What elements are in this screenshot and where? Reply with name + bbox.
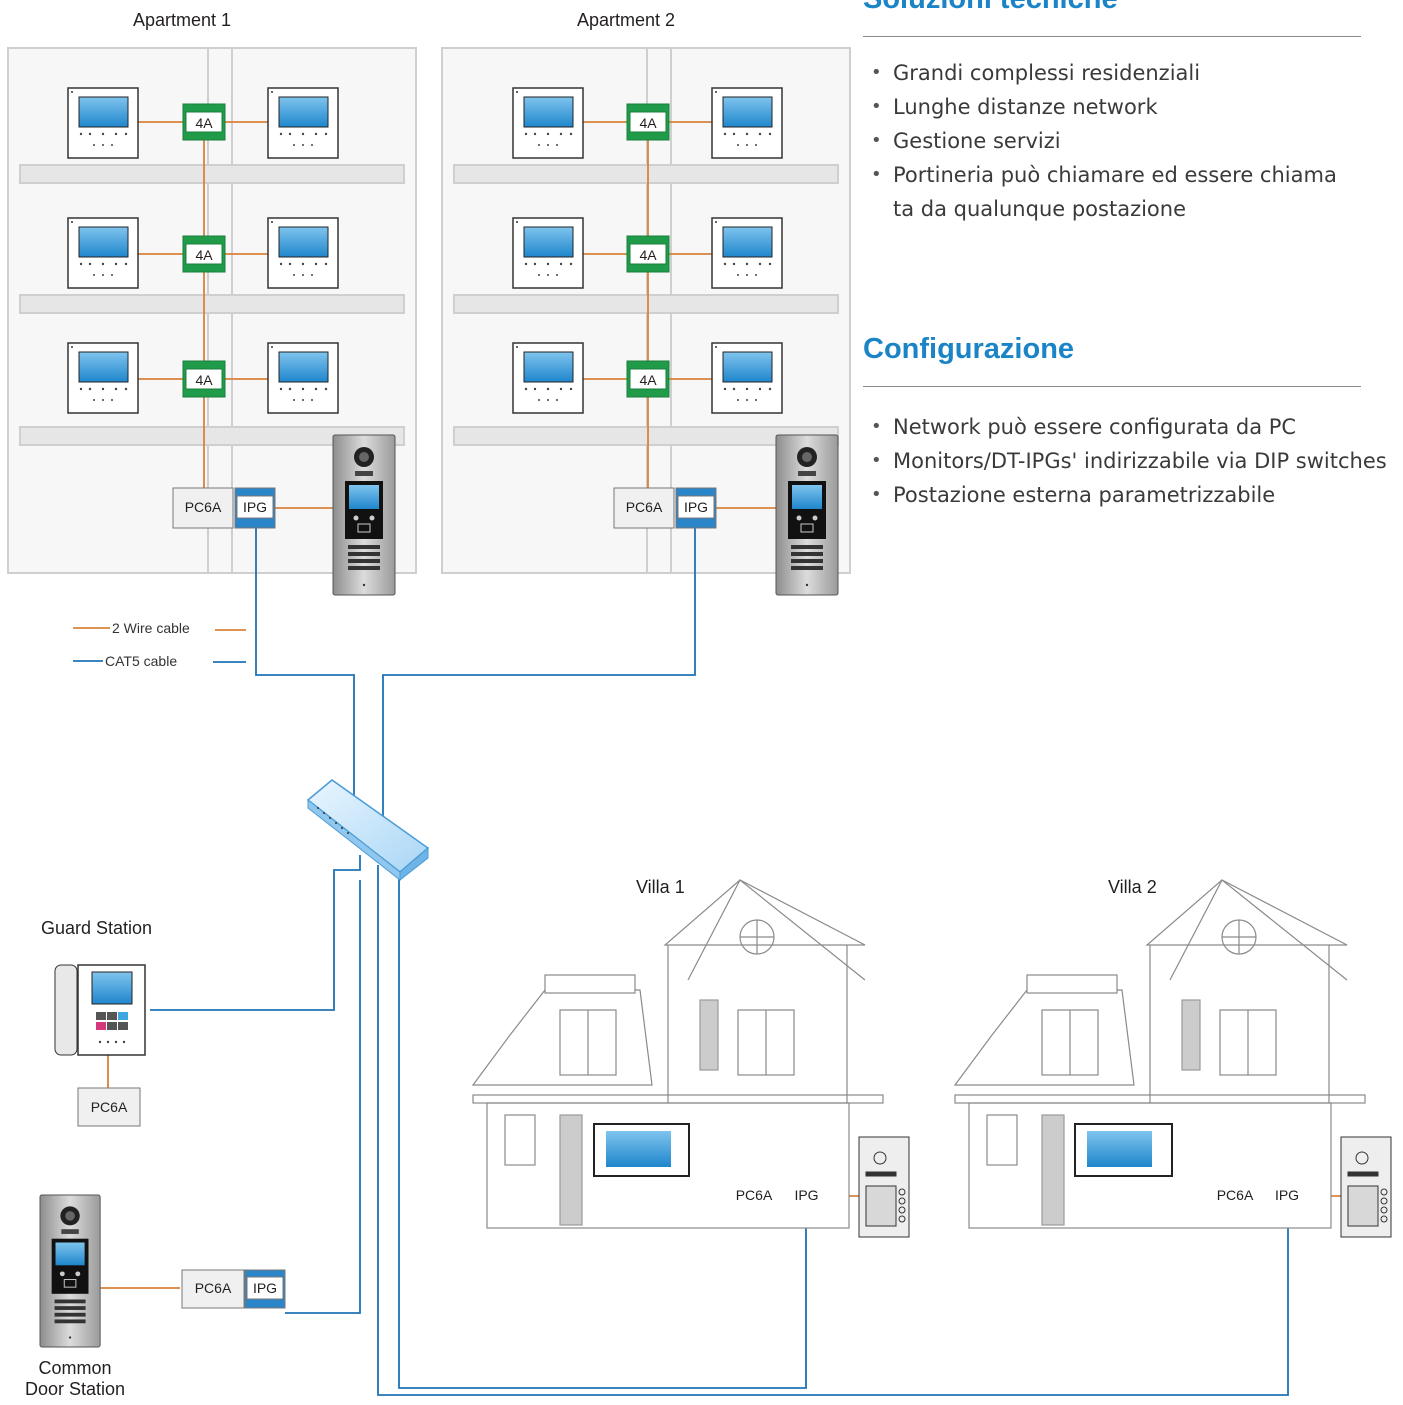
guard-station xyxy=(54,964,146,1056)
distributor-label: 4A xyxy=(195,372,213,388)
config-divider xyxy=(863,386,1361,387)
pc6a-label: PC6A xyxy=(735,1187,773,1203)
solutions-item-continuation: ta da qualunque postazione xyxy=(893,197,1187,221)
common-door-line1: Common xyxy=(38,1358,112,1378)
distributor-label: 4A xyxy=(639,247,657,263)
ipg-label: IPG xyxy=(242,499,268,515)
pc6a-label: PC6A xyxy=(90,1099,128,1115)
pc6a-label: PC6A xyxy=(194,1280,232,1296)
list-item: Portineria può chiamare ed essere chiama xyxy=(863,158,1337,192)
common-door-line2: Door Station xyxy=(24,1379,126,1399)
distributor-label: 4A xyxy=(195,247,213,263)
apartment-2-door-station xyxy=(775,434,839,596)
common-door-station xyxy=(39,1194,101,1348)
solutions-divider xyxy=(863,36,1361,37)
ipg-label: IPG xyxy=(683,499,709,515)
list-item: Gestione servizi xyxy=(863,124,1337,158)
apartment-1-label: Apartment 1 xyxy=(133,10,232,30)
villa-2-label: Villa 2 xyxy=(1108,877,1157,897)
solutions-list: Grandi complessi residenziali Lunghe dis… xyxy=(863,56,1337,192)
list-item: Monitors/DT-IPGs' indirizzabile via DIP … xyxy=(863,444,1387,478)
distributor-label: 4A xyxy=(639,372,657,388)
network-switch xyxy=(306,779,430,882)
distributor-modules xyxy=(182,103,670,398)
common-door-station-label: Common Door Station xyxy=(15,1358,135,1400)
config-heading: Configurazione xyxy=(863,333,1075,365)
legend-cat5: CAT5 cable xyxy=(105,653,178,669)
pc6a-label: PC6A xyxy=(184,499,222,515)
villa-door-stations xyxy=(858,1136,1392,1238)
list-item: Postazione esterna parametrizzabile xyxy=(863,478,1387,512)
ipg-label: IPG xyxy=(794,1187,819,1203)
list-item: Grandi complessi residenziali xyxy=(863,56,1337,90)
ipg-label: IPG xyxy=(252,1280,278,1296)
distributor-label: 4A xyxy=(639,115,657,131)
list-item: Lunghe distanze network xyxy=(863,90,1337,124)
apartment-1-door-station xyxy=(332,434,396,596)
guard-station-label: Guard Station xyxy=(41,918,153,938)
solutions-heading: Soluzioni tecniche xyxy=(863,0,1118,16)
cat5-cables xyxy=(73,528,1289,1396)
list-item: Network può essere configurata da PC xyxy=(863,410,1387,444)
legend-two-wire: 2 Wire cable xyxy=(112,620,190,636)
villa-monitors xyxy=(593,1123,1173,1177)
ipg-label: IPG xyxy=(1274,1187,1300,1203)
pc6a-label: PC6A xyxy=(1216,1187,1254,1203)
distributor-label: 4A xyxy=(195,115,213,131)
villa-1-label: Villa 1 xyxy=(636,877,685,897)
apartment-2-label: Apartment 2 xyxy=(577,10,676,30)
config-list: Network può essere configurata da PC Mon… xyxy=(863,410,1387,512)
pc6a-label: PC6A xyxy=(625,499,663,515)
